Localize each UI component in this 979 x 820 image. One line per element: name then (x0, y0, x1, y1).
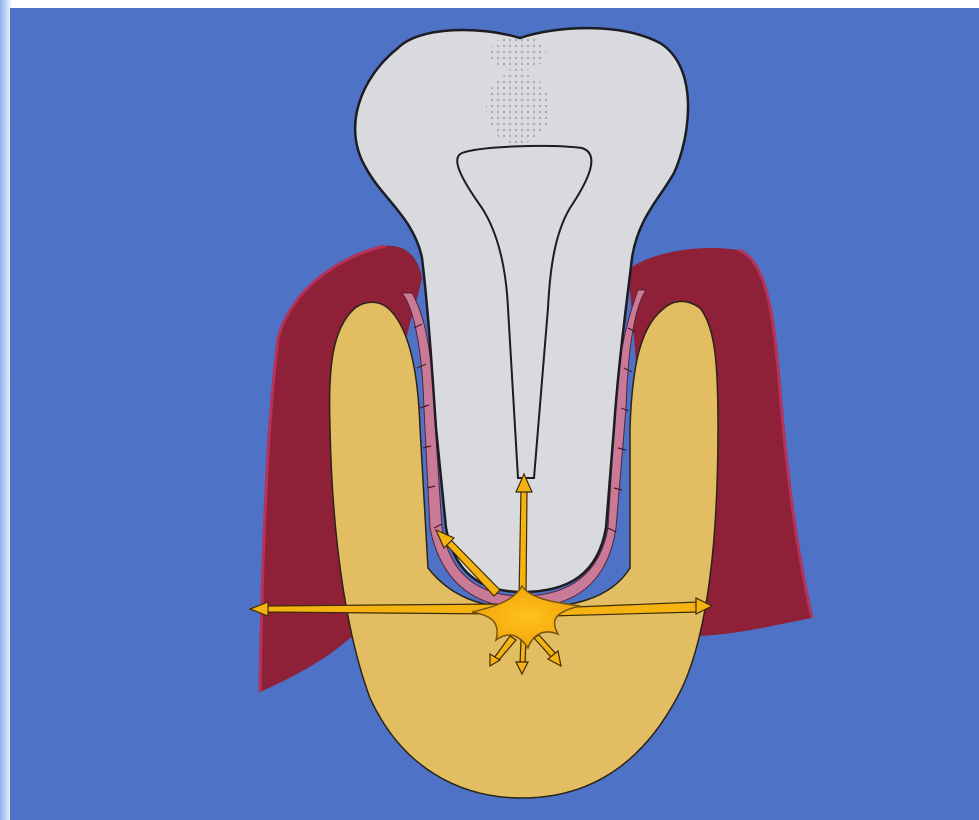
tooth-infection-diagram (10, 8, 979, 820)
enamel-speckle-mid (486, 72, 550, 144)
arrow-left (265, 604, 500, 614)
enamel-speckle-top (490, 35, 546, 71)
arrow-up (519, 490, 527, 598)
